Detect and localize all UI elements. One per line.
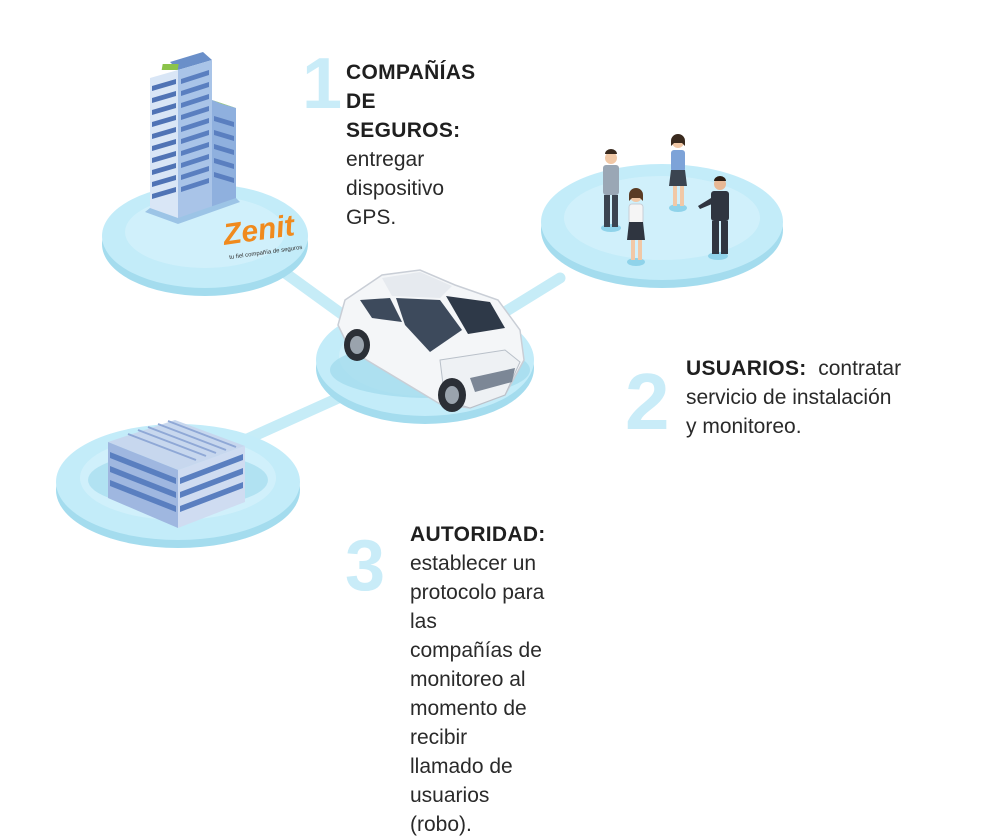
step-1-number: 1 (302, 44, 343, 124)
step-3-line-1: compañías de monitoreo al momento de rec… (410, 639, 542, 749)
step-2-line-1: servicio de instalación (686, 386, 892, 409)
step-3-line-2: llamado de usuarios (robo). (410, 755, 513, 836)
platform-users (541, 164, 783, 288)
step-2-line-2: y monitoreo. (686, 415, 802, 438)
step-2-title: USUARIOS: (686, 357, 807, 380)
step-3-first-line-rest: establecer un protocolo para las (410, 552, 545, 633)
zenit-logo: Zenit tu fiel compañía de seguros (215, 209, 303, 261)
diagram-scene (56, 52, 783, 548)
step-1-title: COMPAÑÍAS DE SEGUROS: (346, 61, 476, 142)
government-building-icon (88, 420, 268, 528)
person-1 (601, 149, 621, 232)
suv-car-icon (330, 269, 530, 412)
people-group-icon (601, 134, 729, 266)
step-3-number: 3 (345, 526, 386, 606)
step-2-number: 2 (625, 357, 670, 446)
office-tower-icon (145, 52, 240, 224)
step-1-line-1: entregar dispositivo GPS. (346, 148, 445, 229)
person-3 (627, 188, 645, 266)
step-1-text: COMPAÑÍAS DE SEGUROS: entregar dispositi… (346, 58, 475, 232)
connector-authority-car (239, 389, 351, 446)
step-2-first-line-rest: contratar (818, 357, 902, 380)
connector-users-car (494, 272, 566, 321)
step-2-text: USUARIOS: contratar servicio de instalac… (686, 354, 901, 441)
person-4 (698, 176, 729, 260)
step-3-text: AUTORIDAD: establecer un protocolo para … (410, 520, 546, 839)
step-3-title: AUTORIDAD: (410, 523, 546, 546)
person-2 (669, 134, 687, 212)
